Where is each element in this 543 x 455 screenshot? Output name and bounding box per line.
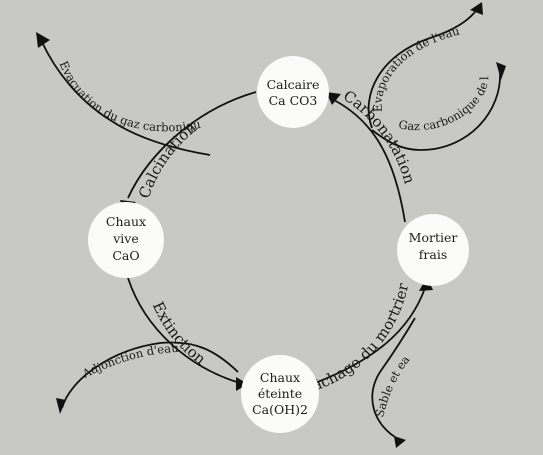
arrowhead-to-calcaire — [326, 92, 341, 105]
arrowhead-sable-tail — [394, 436, 406, 448]
node-calcaire-line-1: Calcaire — [267, 77, 320, 92]
arrowhead-to-chaux-eteinte — [236, 377, 248, 391]
arrowhead-gaz-out — [36, 32, 50, 48]
node-chaux-eteinte: Chaux éteinte Ca(OH)2 — [241, 355, 319, 433]
node-mortier-frais: Mortier frais — [397, 214, 469, 286]
node-chaux-eteinte-line-3: Ca(OH)2 — [252, 402, 308, 417]
label-gaz-out: Evacuation du gaz carbonique — [0, 0, 202, 134]
label-extinction: Extinction — [149, 299, 209, 369]
cycle-arc-gachage — [314, 287, 426, 384]
arrow-adjonction — [61, 341, 239, 409]
arrowhead-gaz-air-tail — [496, 62, 506, 80]
node-mortier-frais-line-2: frais — [419, 247, 447, 262]
cycle-arc-carbonatation — [329, 97, 406, 223]
cycle-arc-extinction — [127, 277, 241, 384]
arrowhead-adjonction-tail — [56, 398, 66, 414]
arrow-gaz-out — [41, 41, 211, 156]
cycle-arc-calcination — [127, 91, 257, 199]
arrowhead-evaporation — [470, 2, 483, 15]
arrow-evaporation — [367, 7, 479, 129]
arrow-gaz-air — [371, 71, 501, 151]
arrow-sable — [371, 317, 416, 441]
node-calcaire: Calcaire Ca CO3 — [257, 56, 329, 128]
node-chaux-vive-line-2: vive — [112, 231, 139, 246]
node-calcaire-line-2: Ca CO3 — [269, 93, 318, 108]
node-chaux-vive-line-1: Chaux — [106, 214, 146, 229]
node-chaux-eteinte-line-2: éteinte — [258, 386, 302, 401]
label-adjonction: Adjonction d'eau — [79, 341, 179, 381]
node-chaux-vive: Chaux vive CaO — [88, 202, 164, 278]
label-gaz-air: Gaz carbonique de l'air — [0, 0, 491, 133]
node-chaux-eteinte-line-1: Chaux — [260, 370, 300, 385]
label-evaporation: Evaporation de l'eau — [370, 24, 460, 113]
node-chaux-vive-line-3: CaO — [112, 248, 139, 263]
node-mortier-frais-line-1: Mortier — [409, 230, 458, 245]
